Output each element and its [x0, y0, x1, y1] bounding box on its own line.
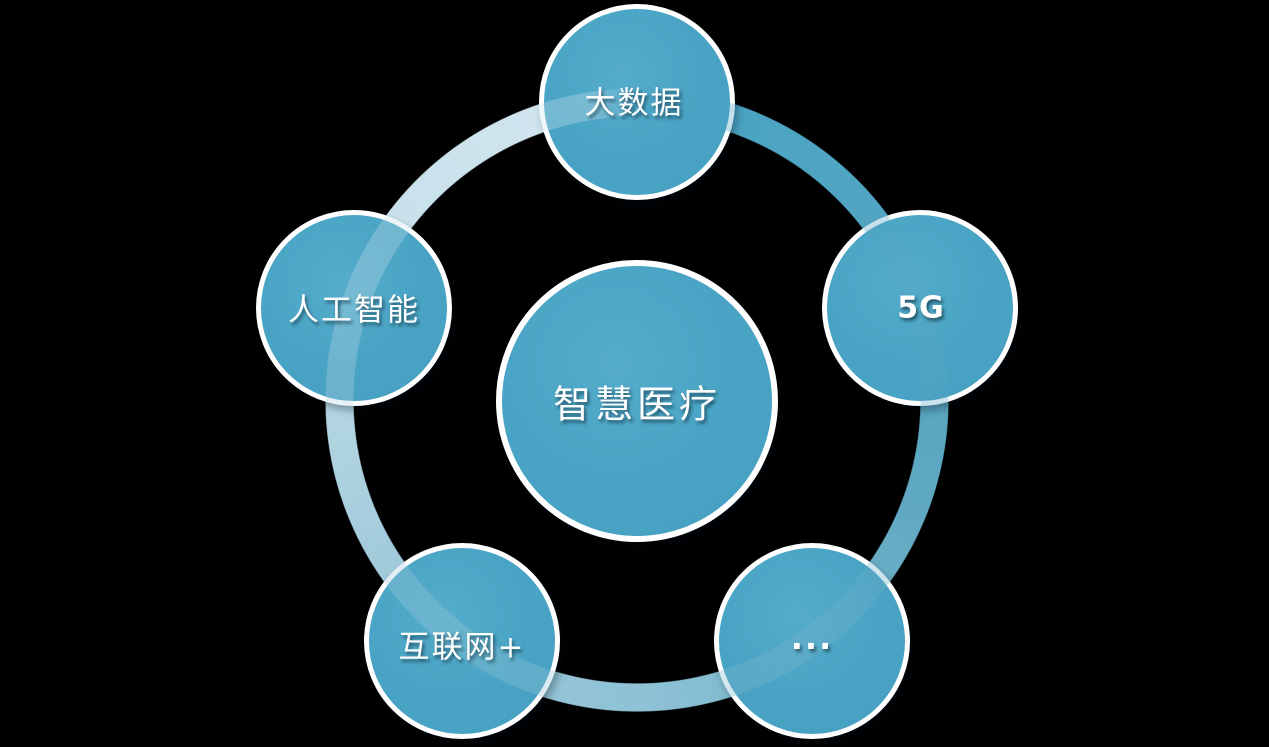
node-circle-internet-plus [364, 543, 560, 739]
node-circle-ai [256, 210, 452, 406]
node-circle-big-data [539, 4, 735, 200]
connector-ring-overlay [325, 88, 949, 712]
node-circle-smart-healthcare [496, 260, 778, 542]
label-internet-plus: 互联网+ [398, 629, 526, 666]
label-5g: 5G [897, 290, 945, 326]
label-big-data: 大数据 [584, 85, 684, 122]
label-ellipsis: ... [790, 619, 834, 657]
label-smart-healthcare: 智慧医疗 [552, 382, 722, 427]
node-circle-ellipsis [714, 543, 910, 739]
label-ai: 人工智能 [288, 292, 420, 329]
node-circle-5g [822, 210, 1018, 406]
